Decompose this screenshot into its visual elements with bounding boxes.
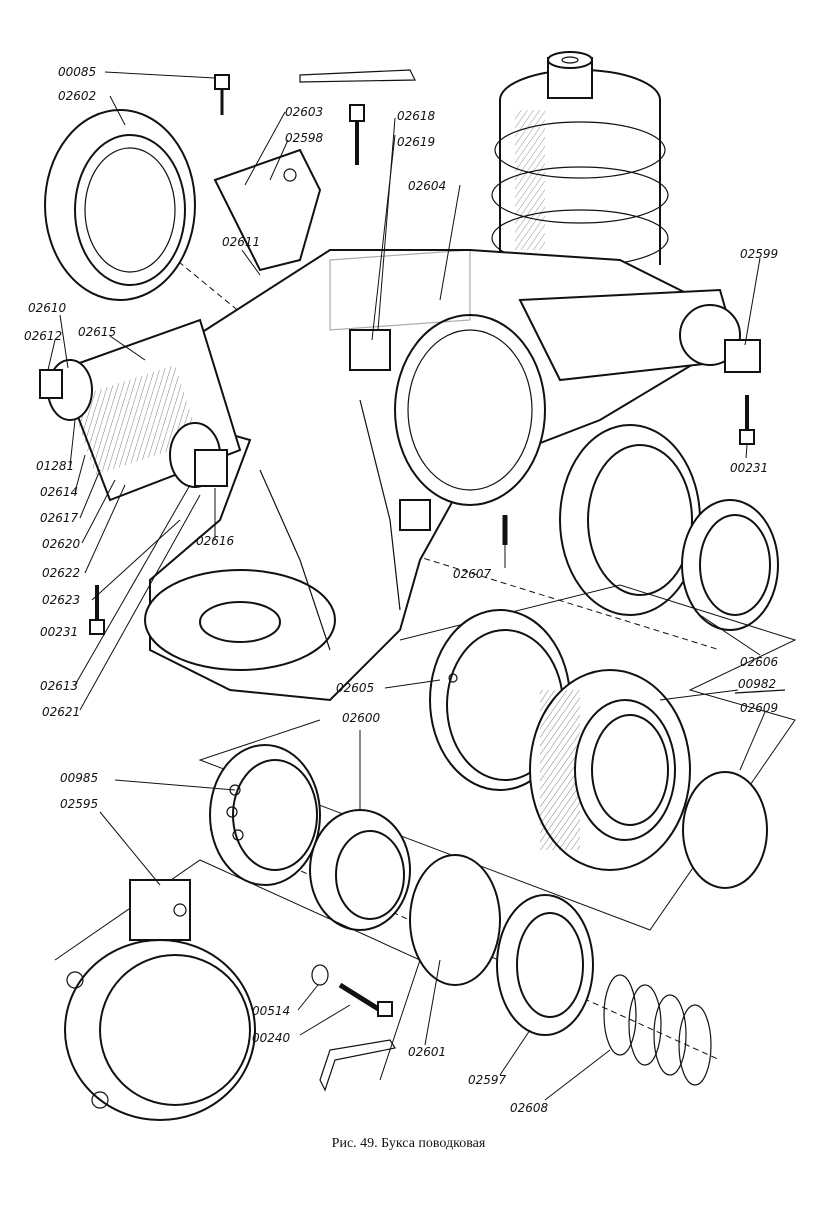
bearing-00982 xyxy=(529,669,691,871)
label-02623: 02623 xyxy=(42,593,80,607)
washer-02600 xyxy=(309,809,411,931)
label-02619: 02619 xyxy=(397,135,435,149)
label-02613: 02613 xyxy=(40,679,78,693)
label-02617: 02617 xyxy=(40,511,79,525)
label-02611: 02611 xyxy=(222,235,260,249)
label-02601: 02601 xyxy=(408,1045,446,1059)
thrust-bearing-00985 xyxy=(209,744,321,886)
cotter-pin-top xyxy=(299,69,416,83)
label-02598: 02598 xyxy=(285,131,324,145)
label-02622: 02622 xyxy=(42,566,80,580)
label-02600: 02600 xyxy=(342,711,381,725)
clamp-02598 xyxy=(213,148,322,272)
label-02605: 02605 xyxy=(336,681,374,695)
leader-lines xyxy=(47,71,766,1101)
label-02606: 02606 xyxy=(740,655,779,669)
label-02595: 02595 xyxy=(60,797,98,811)
label-01281: 01281 xyxy=(36,459,74,473)
ring-02601 xyxy=(409,854,501,986)
label-02620: 02620 xyxy=(42,537,81,551)
fasteners-bottom xyxy=(311,964,396,1092)
label-02618: 02618 xyxy=(397,109,436,123)
label-02609: 02609 xyxy=(740,701,778,715)
bolts xyxy=(89,74,755,635)
label-02603: 02603 xyxy=(285,105,323,119)
circlip-02609 xyxy=(682,771,768,889)
bearing-02606 xyxy=(559,424,779,631)
label-02597: 02597 xyxy=(468,1073,507,1087)
label-02621: 02621 xyxy=(42,705,80,719)
label-02610: 02610 xyxy=(28,301,67,315)
label-00240: 00240 xyxy=(252,1031,291,1045)
bellows-spring-part xyxy=(491,51,669,267)
part-labels: 00085 02602 02603 02598 02618 02619 0260… xyxy=(24,65,786,1115)
label-00985: 00985 xyxy=(60,771,98,785)
label-02607: 02607 xyxy=(453,567,492,581)
label-00085: 00085 xyxy=(58,65,96,79)
label-02602: 02602 xyxy=(58,89,96,103)
lever-arm-left xyxy=(39,318,242,502)
cover-02595 xyxy=(54,859,421,1121)
figure-caption: Рис. 49. Букса поводковая xyxy=(331,1136,486,1151)
label-00231-right: 00231 xyxy=(730,461,768,475)
label-02604: 02604 xyxy=(408,179,446,193)
label-02616: 02616 xyxy=(196,534,235,548)
label-02608: 02608 xyxy=(510,1101,549,1115)
bushing-02602 xyxy=(44,109,196,301)
label-02614: 02614 xyxy=(40,485,78,499)
label-00231-left: 00231 xyxy=(40,625,78,639)
spring-02608 xyxy=(603,974,712,1086)
lever-arm-right xyxy=(518,288,761,382)
washer-02597 xyxy=(496,894,594,1036)
label-00982: 00982 xyxy=(738,677,776,691)
label-02599: 02599 xyxy=(740,247,778,261)
label-02615: 02615 xyxy=(78,325,116,339)
label-00514: 00514 xyxy=(252,1004,290,1018)
label-02612: 02612 xyxy=(24,329,62,343)
